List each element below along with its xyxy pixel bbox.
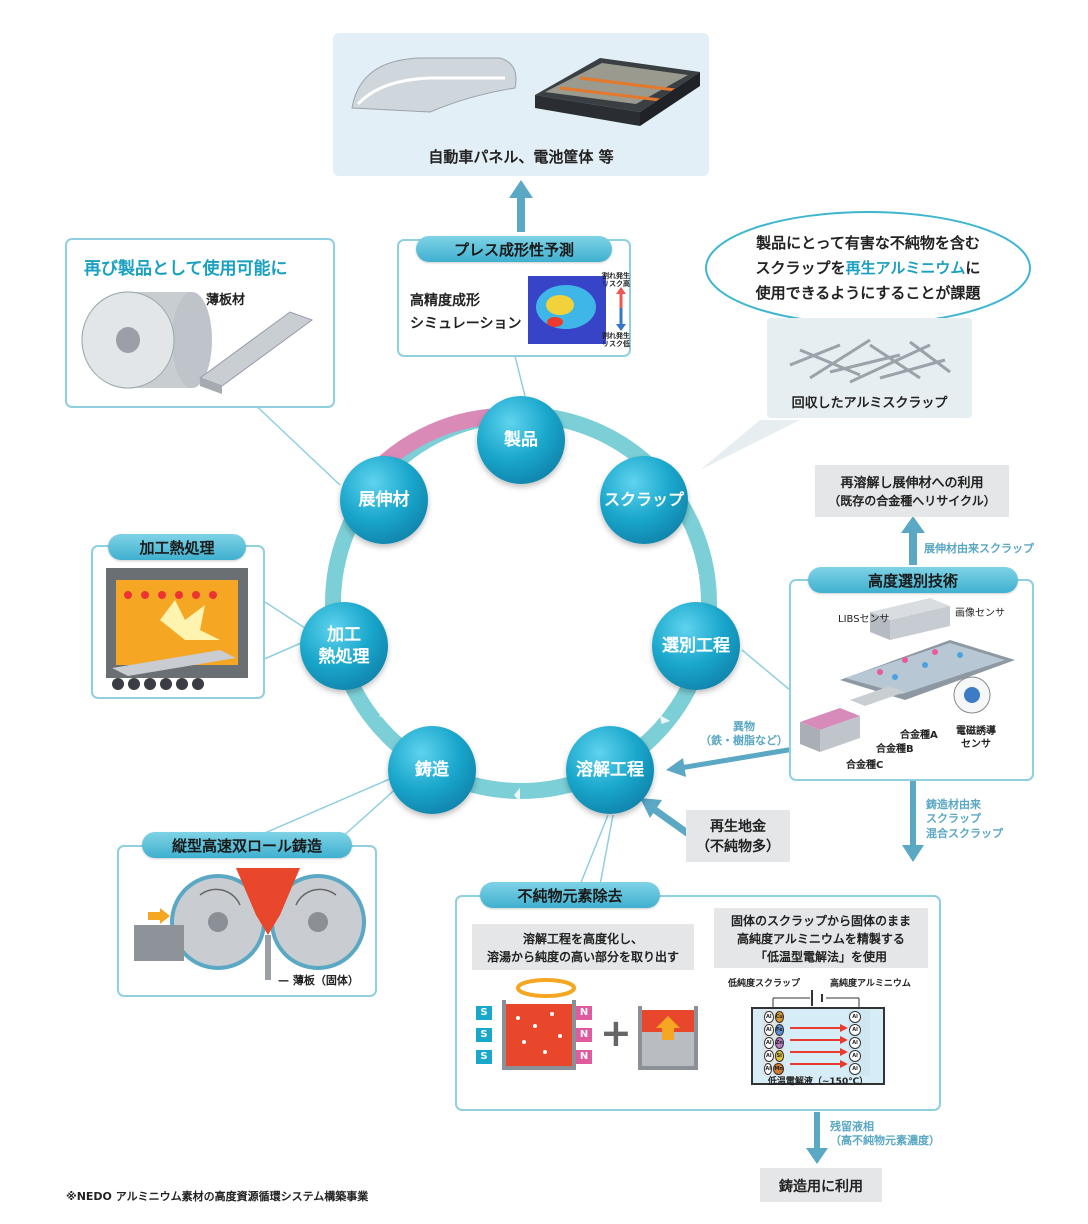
impurity-right-line3: 「低温型電解法」を使用 [754,950,887,964]
node-melting: 溶解工程 [566,726,654,814]
node-scrap: スクラップ [600,456,688,544]
plus-sign: + [600,1011,632,1055]
node-casting: 鋳造 [388,726,476,814]
issue-highlight: 再生アルミニウム [845,259,966,277]
node-heat-treatment: 加工 熱処理 [300,602,388,690]
press-tag: プレス成形性予測 [416,236,612,262]
element-impurity: Si [774,1050,784,1062]
electrolyte-label: 低温電解液（~150℃） [767,1077,869,1087]
high-purity-label: 高純度アルミニウム [830,979,911,989]
magnet-n-3: N [576,1050,592,1064]
element-al: Al [764,1037,774,1049]
magnet-s-3: S [476,1050,492,1064]
magnet-s-2: S [476,1028,492,1042]
product-box-caption: 自動車パネル、電池筐体 等 [428,148,614,166]
element-al: Al [764,1050,774,1062]
element-impurity: Fe [774,1024,784,1036]
element-al: Al [849,1050,861,1062]
footnote: ※NEDO アルミニウム素材の高度資源循環システム構築事業 [66,1190,369,1203]
sheet-label: 薄板材 [206,293,246,308]
issue-line2: スクラップを再生アルミニウムに [706,257,1030,278]
node-product: 製品 [477,396,565,484]
element-impurity: Cu [774,1011,784,1023]
remelt-line2: （既存の合金種へリサイクル） [828,494,996,508]
image-sensor-label: 画像センサ [955,608,1005,619]
reuse-title: 再び製品として使用可能に [84,259,288,279]
alloy-b-label: 合金種B [876,744,914,755]
thin-sheet-label: — 薄板（固体） [278,974,359,987]
ingot-line2: （不純物多） [696,839,780,855]
libs-sensor-label: LIBSセンサ [838,614,890,625]
impurity-removal-tag: 不純物元素除去 [480,882,660,908]
cast-use-label: 鋳造用に利用 [779,1179,863,1195]
element-al: Al [764,1024,774,1036]
residual-liquid-label: 残留液相 （高不純物元素濃度） [830,1120,940,1148]
impurity-right-line1: 固体のスクラップから固体のまま [730,914,911,928]
sorting-tech-tag: 高度選別技術 [808,567,1018,593]
cast-scrap-label: 鋳造材由来 スクラップ 混合スクラップ [926,798,1003,840]
impurity-right-line2: 高純度アルミニウムを精製する [737,932,905,946]
issue-line2-a: スクラップを [755,259,846,277]
magnet-n-2: N [576,1028,592,1042]
foreign-matter-label: 異物 （鉄・樹脂など） [700,720,788,748]
issue-line3: 使用できるようにすることが課題 [755,284,981,302]
magnet-s-1: S [476,1006,492,1020]
remelt-line1: 再溶解し展伸材への利用 [840,476,984,491]
press-line1: 高精度成形 [410,293,480,309]
alloy-c-label: 合金種C [846,760,884,771]
impurity-left-line1: 溶解工程を高度化し、 [522,932,643,946]
element-impurity: Mn [773,1063,784,1075]
low-purity-label: 低純度スクラップ [728,979,801,989]
element-al: Al [849,1037,861,1049]
wrought-scrap-label: 展伸材由来スクラップ [924,542,1034,555]
risk-high-label: 割れ発生 リスク高 [602,272,630,289]
issue-line2-c: に [965,259,981,277]
impurity-left-line2: 溶湯から純度の高い部分を取り出す [486,950,679,964]
heat-treatment-tag: 加工熱処理 [108,534,246,560]
risk-low-label: 割れ発生 リスク低 [602,332,630,349]
press-line2: シミュレーション [410,316,522,332]
node-wrought: 展伸材 [340,456,428,544]
em-sensor-label: 電磁誘導 センサ [956,726,996,750]
magnet-n-1: N [576,1006,592,1020]
element-impurity: Zn [774,1037,784,1049]
element-al: Al [849,1011,861,1023]
node-sorting: 選別工程 [652,602,740,690]
thin-sheet-text: 薄板（固体） [292,974,359,987]
alloy-a-label: 合金種A [900,730,938,741]
element-al: Al [764,1011,774,1023]
ingot-line1: 再生地金 [710,819,766,835]
element-al: Al [764,1063,773,1075]
element-al: Al [849,1024,861,1036]
twin-roll-casting-tag: 縦型高速双ロール鋳造 [142,832,352,858]
issue-line1: 製品にとって有害な不純物を含む [756,234,980,252]
element-al: Al [849,1063,861,1075]
scrap-caption: 回収したアルミスクラップ [791,396,948,411]
